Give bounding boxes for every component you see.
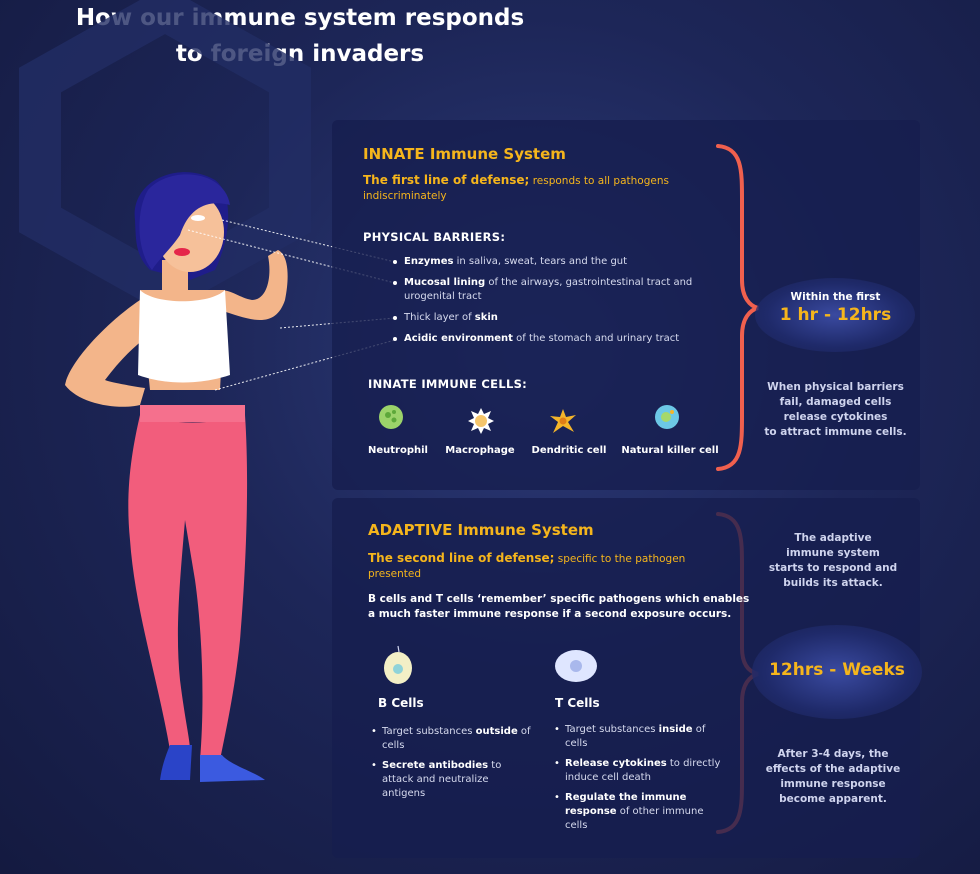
cell-label-macrophage: Macrophage — [445, 445, 515, 456]
barrier-enzymes: Enzymes in saliva, sweat, tears and the … — [404, 256, 628, 267]
bullet-dot — [393, 281, 397, 285]
cell-label-natural-killer: Natural killer cell — [621, 445, 719, 456]
innate-brace — [716, 144, 759, 471]
woman-illustration — [65, 172, 288, 782]
innate-subtitle: The first line of defense; responds to a… — [363, 173, 669, 202]
innate-time-ellipse — [755, 278, 915, 352]
t-cell-bullet: Release cytokines to directly induce cel… — [554, 757, 724, 785]
t-cells-title: T Cells — [555, 696, 600, 710]
b-cells-bullets: Target substances outside of cells Secre… — [371, 725, 531, 807]
cell-label-dendritic: Dendritic cell — [531, 445, 607, 456]
innate-time-range: 1 hr - 12hrs — [779, 305, 892, 325]
t-cell-bullet: Target substances inside of cells — [554, 723, 724, 751]
innate-time-label: Within the first — [790, 291, 881, 303]
adaptive-side-bottom: After 3-4 days, the effects of the adapt… — [765, 748, 901, 805]
b-cell-bullet: Target substances outside of cells — [371, 725, 531, 753]
barrier-skin: Thick layer of skin — [404, 312, 498, 323]
adaptive-time-ellipse — [752, 625, 922, 719]
bullet-dot — [393, 337, 397, 341]
t-cell-icon — [555, 650, 597, 682]
innate-side-note: When physical barriers fail, damaged cel… — [764, 381, 907, 438]
adaptive-side-top: The adaptive immune system starts to res… — [768, 532, 898, 589]
bullet-dot — [393, 260, 397, 264]
barrier-acidic: Acidic environment of the stomach and ur… — [404, 333, 680, 344]
adaptive-time-range: 12hrs - Weeks — [769, 660, 905, 680]
adaptive-memory-text: B cells and T cells ‘remember’ specific … — [368, 593, 750, 620]
adaptive-subtitle: The second line of defense; specific to … — [368, 551, 686, 580]
cell-label-neutrophil: Neutrophil — [368, 445, 428, 456]
macrophage-icon — [468, 408, 494, 434]
bullet-dot — [393, 316, 397, 320]
neutrophil-icon — [379, 405, 403, 429]
dendritic-cell-icon — [550, 409, 576, 433]
b-cell-icon — [384, 645, 412, 684]
b-cells-title: B Cells — [378, 696, 424, 710]
natural-killer-cell-icon — [655, 405, 679, 429]
innate-cells-heading: INNATE IMMUNE CELLS: — [368, 377, 528, 391]
b-cell-bullet: Secrete antibodies to attack and neutral… — [371, 759, 531, 801]
innate-title: INNATE Immune System — [363, 145, 566, 163]
adaptive-title: ADAPTIVE Immune System — [368, 521, 594, 539]
t-cells-bullets: Target substances inside of cells Releas… — [554, 723, 724, 839]
barrier-mucosal: Mucosal lining of the airways, gastroint… — [404, 277, 693, 302]
t-cell-bullet: Regulate the immune response of other im… — [554, 791, 724, 833]
physical-barriers-heading: PHYSICAL BARRIERS: — [363, 230, 506, 244]
